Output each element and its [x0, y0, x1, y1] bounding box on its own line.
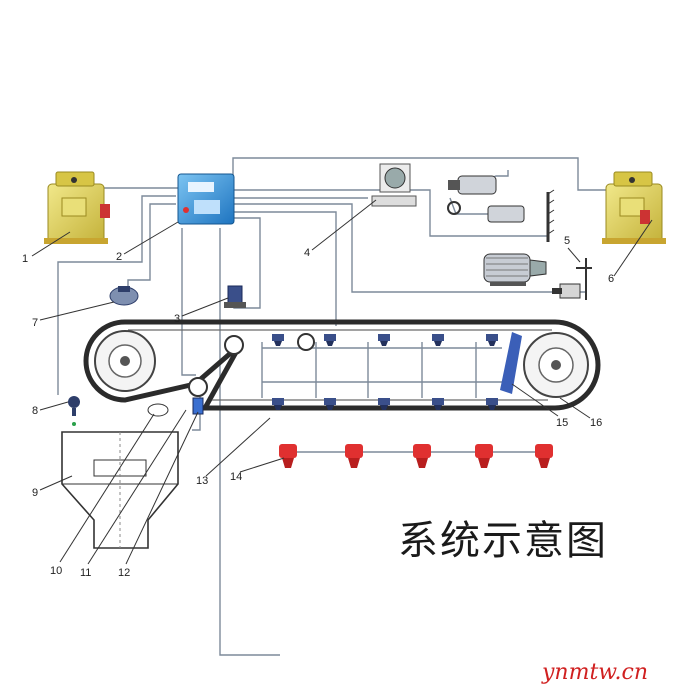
conveyor-belt	[83, 319, 601, 411]
nozzle-icon	[272, 334, 284, 346]
callout-2: 2	[116, 251, 122, 263]
sprinkler-row	[279, 444, 553, 468]
callout-13: 13	[196, 475, 208, 487]
callout-16: 16	[590, 417, 602, 429]
level-sensors-10-11-12	[147, 397, 204, 417]
watermark: ynmtw.cn	[542, 660, 649, 685]
nozzle-icon	[432, 334, 444, 346]
idler-roller	[297, 333, 315, 351]
sprinkler-icon	[345, 444, 363, 468]
callout-10: 10	[50, 565, 62, 577]
smoke-sensor-8	[68, 396, 80, 426]
sprinkler-icon	[535, 444, 553, 468]
callout-1: 1	[22, 253, 28, 265]
callout-numbers: 1 2 3 4 5 6 7 8 9 10 11 12 13 14 15 16	[22, 235, 614, 579]
callout-6: 6	[608, 273, 614, 285]
sprinkler-icon	[413, 444, 431, 468]
diagram-caption: 系统示意图	[398, 518, 608, 564]
deviation-sensor-5	[552, 258, 592, 300]
callout-5: 5	[564, 235, 570, 247]
idler-roller	[224, 335, 244, 355]
callout-12: 12	[118, 567, 130, 579]
solenoid-valve-group	[447, 175, 555, 242]
explosion-proof-switch-left	[44, 171, 110, 244]
head-pulley	[94, 330, 156, 392]
speed-sensor-3	[224, 285, 246, 308]
monitor-unit	[371, 163, 417, 207]
nozzle-icon	[324, 334, 336, 346]
callout-7: 7	[32, 317, 38, 329]
temperature-sensor-7	[109, 286, 139, 306]
idler-roller	[188, 377, 208, 397]
callout-11: 11	[80, 567, 91, 579]
nozzle-icon	[486, 334, 498, 346]
pump-motor	[483, 253, 547, 286]
nozzle-icon	[378, 334, 390, 346]
callout-15: 15	[556, 417, 568, 429]
callout-8: 8	[32, 405, 38, 417]
sprinkler-icon	[475, 444, 493, 468]
callout-4: 4	[304, 247, 310, 259]
controller-box	[177, 173, 235, 225]
sprinkler-icon	[279, 444, 297, 468]
callout-14: 14	[230, 471, 242, 483]
tail-pulley	[523, 332, 589, 398]
callout-9: 9	[32, 487, 38, 499]
callout-3: 3	[174, 313, 180, 325]
belt-cleaner	[500, 332, 522, 394]
leader-lines	[31, 199, 653, 565]
explosion-proof-switch-right	[602, 171, 666, 244]
coal-bunker-9	[61, 431, 179, 549]
